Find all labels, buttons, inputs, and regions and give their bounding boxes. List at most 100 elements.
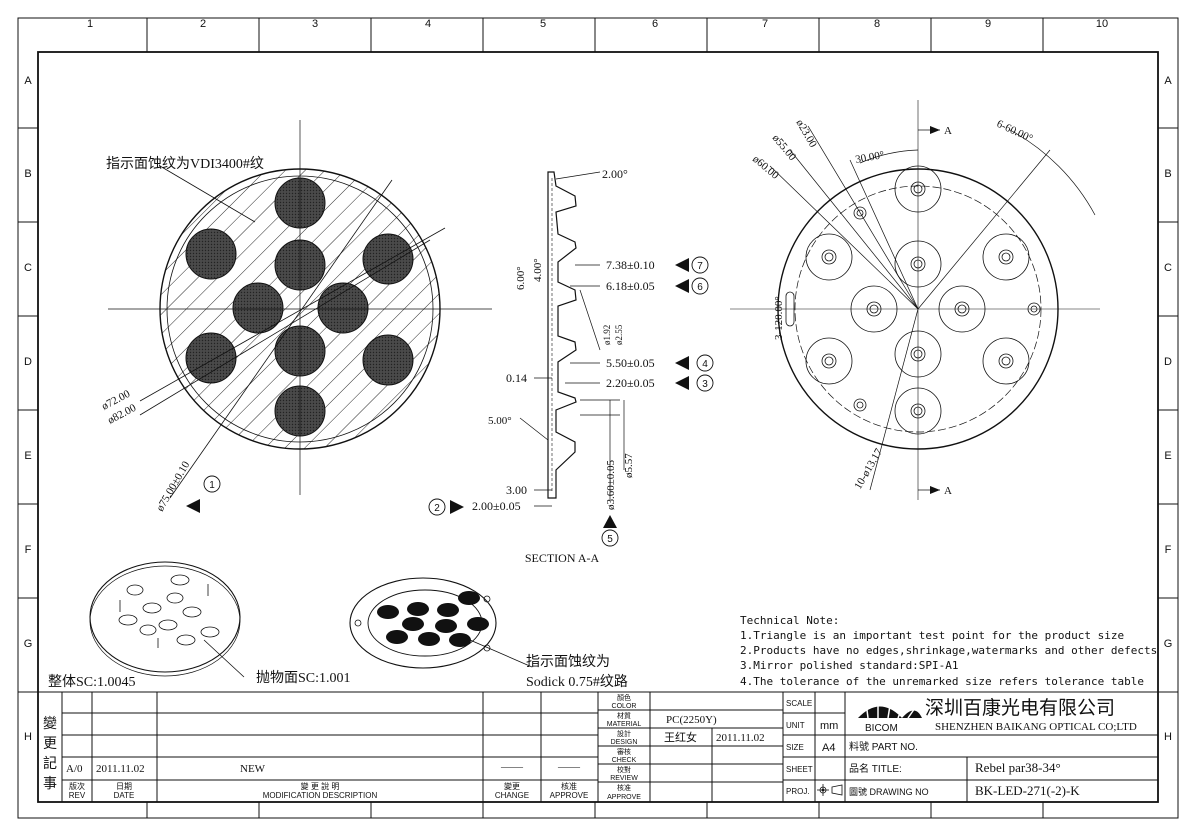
lbl-proj: PROJ. <box>786 787 810 796</box>
row-label: F <box>25 544 32 556</box>
col-label: 5 <box>540 18 546 30</box>
iso-view-right <box>349 577 533 669</box>
row-label: D <box>1164 356 1172 368</box>
test-point-triangle <box>186 499 200 513</box>
d55: ø55.00 <box>770 132 799 163</box>
sodick-line-2: Sodick 0.75#纹路 <box>526 674 628 690</box>
design-date-value: 2011.11.02 <box>716 732 765 744</box>
section-title: SECTION A-A <box>525 551 600 565</box>
lbl-material-en: MATERIAL <box>607 721 642 728</box>
overall-sc: 整体SC:1.0045 <box>48 674 136 690</box>
col-label: 3 <box>312 18 318 30</box>
dim-360: ø3.60±0.05 <box>605 459 617 510</box>
dim-618: 6.18±0.05 <box>606 279 655 293</box>
hdr-rev-en: REV <box>69 791 86 800</box>
front-view: 指示面蚀纹为VDI3400#纹 ø72.00 ø82.00 ø75.00±0.1… <box>100 120 492 514</box>
unit-value: mm <box>820 720 838 732</box>
rev-side-char: 記 <box>43 755 57 772</box>
hdr-desc-en: MODIFICATION DESCRIPTION <box>263 791 378 800</box>
marker-6: 6 <box>697 282 703 293</box>
lbl-color-cn: 顏色 <box>617 693 631 702</box>
projection-symbol <box>817 784 843 796</box>
marker-5: 5 <box>607 534 613 545</box>
row-label: H <box>24 731 32 743</box>
technical-notes: Technical Note: 1.Triangle is an importa… <box>740 614 1157 688</box>
company-en: SHENZHEN BAIKANG OPTICAL CO;LTD <box>935 721 1137 733</box>
row-label: D <box>24 356 32 368</box>
dim-255: ø2.55 <box>614 324 624 345</box>
iso-view-left <box>89 561 245 678</box>
dim-738: 7.38±0.10 <box>606 258 655 272</box>
col-label: 6 <box>652 18 658 30</box>
col-label: 2 <box>200 18 206 30</box>
company-cn: 深圳百康光电有限公司 <box>925 697 1115 719</box>
rev-approve: —— <box>557 761 581 773</box>
hdr-date-cn: 日期 <box>116 782 132 791</box>
col-label: 4 <box>425 18 431 30</box>
rear-view: A A ø23.00 ø55.00 ø60.00 30.00° 6-60.00°… <box>730 100 1100 500</box>
polish-sc: 抛物面SC:1.001 <box>256 670 351 686</box>
lbl-unit: UNIT <box>786 721 805 730</box>
col-label: 8 <box>874 18 880 30</box>
dim-192: ø1.92 <box>602 325 612 345</box>
rev-side-char: 更 <box>43 737 57 752</box>
section-profile <box>547 171 577 499</box>
dim-550: 5.50±0.05 <box>606 356 655 370</box>
lbl-sheet: SHEET <box>786 765 813 774</box>
row-label: A <box>24 75 32 87</box>
row-label: C <box>24 262 32 274</box>
lbl-approve-cn: 核准 <box>617 783 631 792</box>
dia-75-label: ø75.00±0.10 <box>154 459 192 514</box>
row-label: H <box>1164 731 1172 743</box>
rev-desc: NEW <box>240 763 266 775</box>
marker-2: 2 <box>434 503 440 514</box>
angle-6: 6.00° <box>515 266 527 290</box>
lbl-material-cn: 材質 <box>617 711 631 720</box>
marker-3: 3 <box>702 379 708 390</box>
hdr-rev-cn: 版次 <box>69 781 85 791</box>
row-label: A <box>1164 75 1172 87</box>
drawing-no-value: BK-LED-271(-2)-K <box>975 783 1080 798</box>
rev-side-char: 變 <box>43 716 57 732</box>
col-label: 1 <box>87 18 93 30</box>
dim-300: 3.00 <box>506 483 527 497</box>
d60: ø60.00 <box>750 153 781 182</box>
designer-value: 王红女 <box>664 730 697 744</box>
col-label: 10 <box>1096 18 1108 30</box>
hdr-approve-en: APPROVE <box>550 791 589 800</box>
row-label: E <box>24 450 31 462</box>
rev-side-char: 事 <box>43 776 57 792</box>
section-view: 2.00° 6.00° 4.00° 5.00° 7.38±0.10 6.18±0… <box>428 167 714 565</box>
angle-5: 5.00° <box>488 415 512 427</box>
marker-7: 7 <box>697 261 703 272</box>
title-block-grid <box>38 691 1158 802</box>
col-label: 7 <box>762 18 768 30</box>
dim-014: 0.14 <box>506 371 527 385</box>
lbl-check-en: CHECK <box>612 757 637 764</box>
angle-4: 4.00° <box>532 258 544 282</box>
a30: 30.00° <box>854 149 885 166</box>
note-line: 2.Products have no edges,shrinkage,water… <box>740 644 1157 657</box>
section-mark-bottom: A <box>944 485 952 497</box>
size-value: A4 <box>822 742 835 754</box>
notes-title: Technical Note: <box>740 614 839 627</box>
rev-date: 2011.11.02 <box>96 763 145 775</box>
lbl-approve-en: APPROVE <box>607 794 641 801</box>
marker-4: 4 <box>702 359 708 370</box>
row-label: C <box>1164 262 1172 274</box>
lbl-design-cn: 設計 <box>617 729 631 738</box>
a120: 3-120.00° <box>773 296 785 340</box>
outer-border <box>17 17 1179 819</box>
logo-text: BICOM <box>865 723 898 734</box>
angle-2: 2.00° <box>602 167 628 181</box>
hdr-change-en: CHANGE <box>495 791 529 800</box>
row-label: B <box>1164 168 1171 180</box>
d23: ø23.00 <box>793 118 819 151</box>
hdr-change-cn: 變更 <box>504 781 520 791</box>
lbl-size: SIZE <box>786 743 804 752</box>
hdr-approve-cn: 核准 <box>561 781 577 791</box>
mount-holes <box>785 206 1041 412</box>
lbl-color-en: COLOR <box>612 703 637 710</box>
sodick-line-1: 指示面蚀纹为 <box>526 654 610 670</box>
holes: 10-ø13.17 <box>852 446 885 491</box>
